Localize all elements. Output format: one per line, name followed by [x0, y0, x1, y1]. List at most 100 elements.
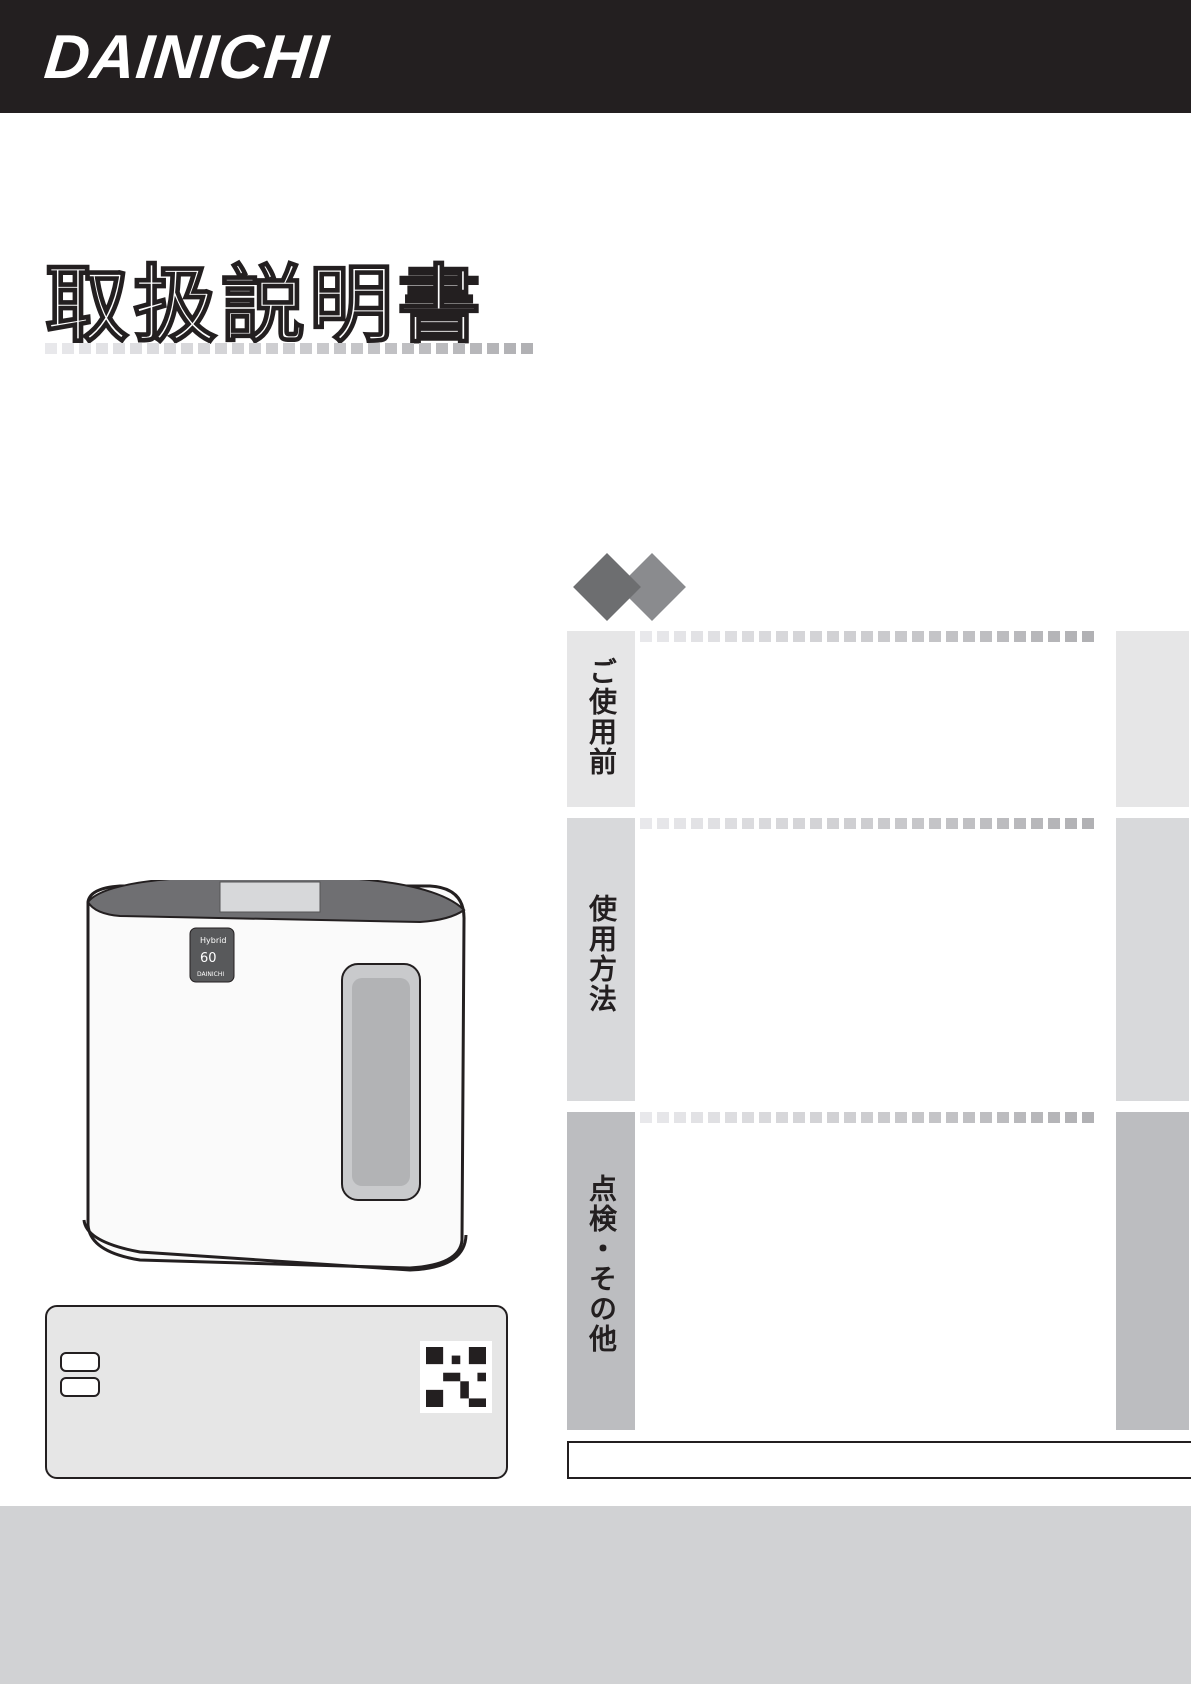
dot [725, 631, 737, 642]
dot [929, 818, 941, 829]
dot [283, 343, 295, 354]
dot [487, 343, 499, 354]
dot [912, 1112, 924, 1123]
footer-band [0, 1506, 1191, 1684]
dot [725, 1112, 737, 1123]
brand-logo: DAINICHI [41, 23, 333, 92]
control-panel [219, 881, 321, 913]
label-badge [60, 1352, 100, 1372]
qr-code-icon[interactable] [420, 1341, 492, 1413]
dot [878, 631, 890, 642]
dot [980, 631, 992, 642]
label-badge [60, 1377, 100, 1397]
dot [45, 343, 57, 354]
dot [742, 1112, 754, 1123]
panel-brand: DAINICHI [197, 971, 224, 978]
dot [793, 818, 805, 829]
dot [844, 1112, 856, 1123]
dot [810, 818, 822, 829]
dot [810, 631, 822, 642]
contents-footer-box [567, 1441, 1191, 1479]
dot [402, 343, 414, 354]
section-dotted-rule [640, 631, 1094, 642]
section-before-use: ご使用前 [567, 631, 1189, 807]
dot [113, 343, 125, 354]
section-label: 使用方法 [585, 894, 618, 1014]
dot [368, 343, 380, 354]
dot [198, 343, 210, 354]
section-maintenance: 点検・その他 [567, 1112, 1189, 1430]
dot [827, 818, 839, 829]
header-band: DAINICHI [0, 0, 1191, 113]
dot [232, 343, 244, 354]
dot [929, 631, 941, 642]
title-dotted-rule [45, 343, 533, 354]
dot [946, 631, 958, 642]
dot [912, 818, 924, 829]
dot [1031, 1112, 1043, 1123]
humidifier-illustration: Hybrid 60 DAINICHI [82, 880, 468, 1272]
dot [691, 818, 703, 829]
section-dotted-rule [640, 818, 1094, 829]
dot [1082, 1112, 1094, 1123]
dot [963, 818, 975, 829]
dot [147, 343, 159, 354]
dot [640, 1112, 652, 1123]
dot [929, 1112, 941, 1123]
dot [861, 631, 873, 642]
dot [708, 631, 720, 642]
section-tab-label: 点検・その他 [567, 1112, 635, 1430]
dot [674, 631, 686, 642]
display-panel [189, 927, 235, 983]
dot [776, 818, 788, 829]
panel-badge: Hybrid [200, 936, 226, 945]
dot [351, 343, 363, 354]
dot [1065, 818, 1077, 829]
dot [997, 1112, 1009, 1123]
diamond-icon [573, 553, 641, 621]
dot [827, 1112, 839, 1123]
dot [334, 343, 346, 354]
dot [759, 1112, 771, 1123]
dot [759, 818, 771, 829]
dot [215, 343, 227, 354]
dot [878, 1112, 890, 1123]
dot [385, 343, 397, 354]
page-title: 取扱説明書 [44, 255, 486, 355]
dot [895, 1112, 907, 1123]
dot [453, 343, 465, 354]
dot [946, 818, 958, 829]
dot [640, 631, 652, 642]
dot [657, 818, 669, 829]
dot [1082, 631, 1094, 642]
dot [1014, 1112, 1026, 1123]
dot [521, 343, 533, 354]
dot [266, 343, 278, 354]
dot [130, 343, 142, 354]
dot [708, 1112, 720, 1123]
dot [1082, 818, 1094, 829]
dot [963, 1112, 975, 1123]
dot [96, 343, 108, 354]
dot [657, 1112, 669, 1123]
dot [861, 818, 873, 829]
section-label: ご使用前 [585, 657, 618, 777]
section-side-tab [1116, 1112, 1189, 1430]
dot [997, 631, 1009, 642]
info-box [45, 1305, 508, 1479]
dot [725, 818, 737, 829]
section-side-tab [1116, 631, 1189, 807]
dot [1014, 631, 1026, 642]
section-label: 点検・その他 [585, 1174, 618, 1354]
dot [793, 1112, 805, 1123]
dot [980, 1112, 992, 1123]
section-tab-label: ご使用前 [567, 631, 635, 807]
dot [844, 818, 856, 829]
dot [912, 631, 924, 642]
dot [691, 1112, 703, 1123]
dot [657, 631, 669, 642]
dot [691, 631, 703, 642]
section-dotted-rule [640, 1112, 1094, 1123]
dot [470, 343, 482, 354]
dot [861, 1112, 873, 1123]
